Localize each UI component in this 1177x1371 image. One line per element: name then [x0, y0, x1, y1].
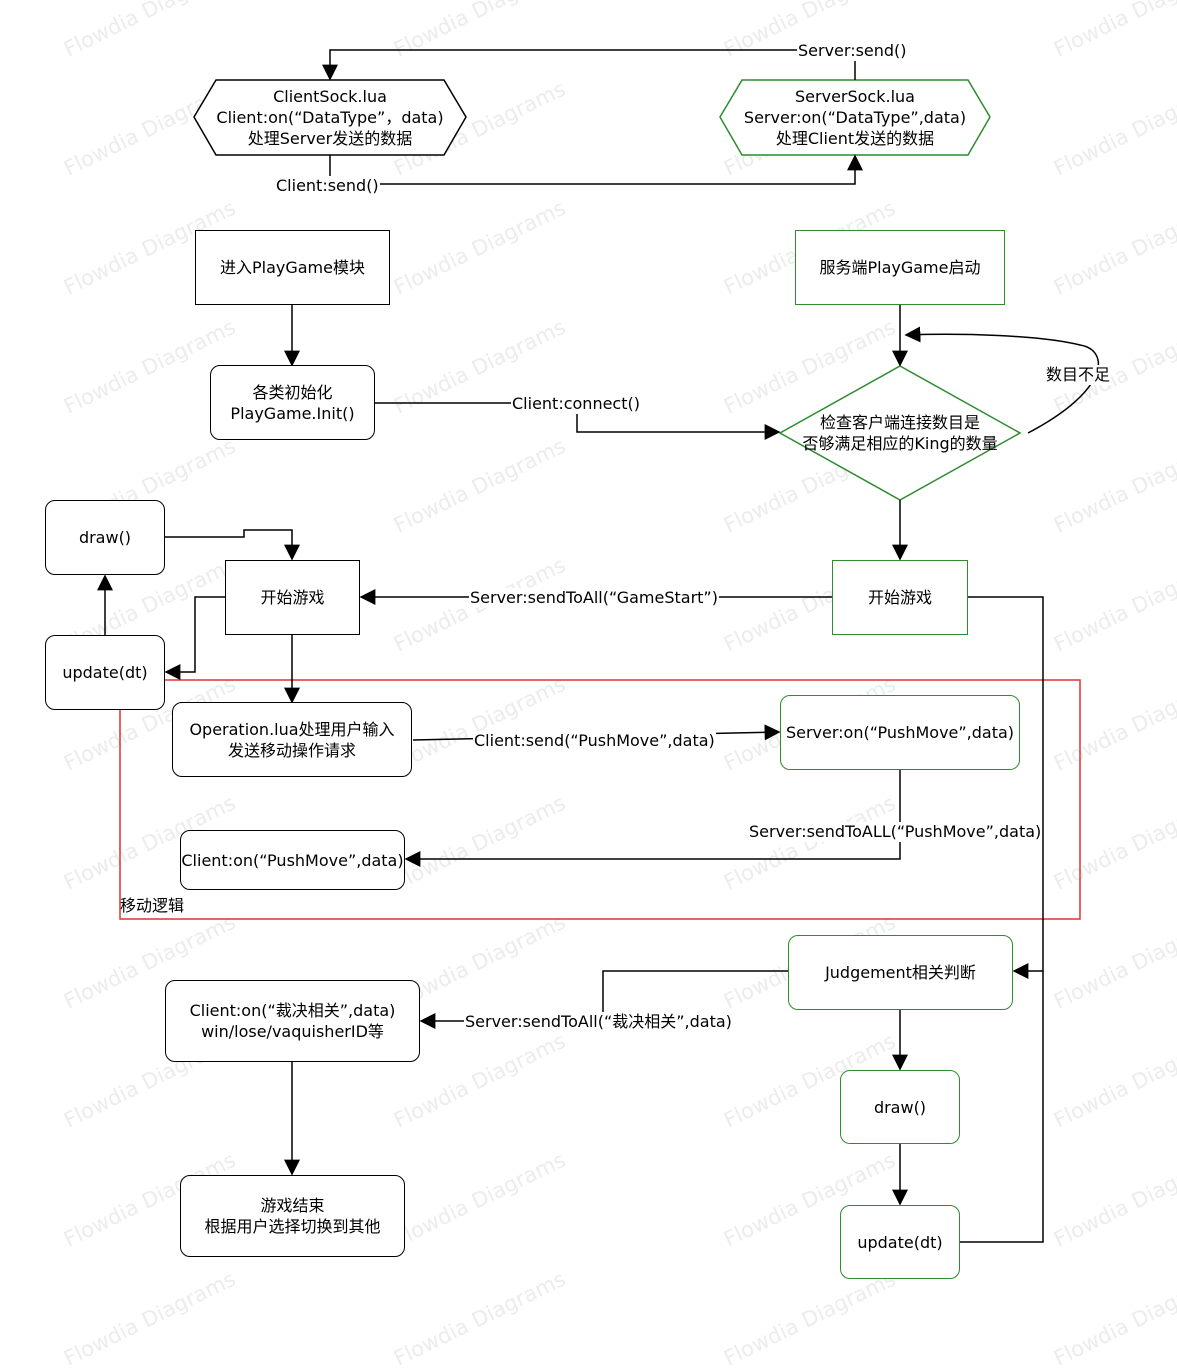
server-sock-shape [719, 79, 991, 156]
enter-playgame-node: 进入PlayGame模块 [195, 230, 390, 305]
client-start-game-node: 开始游戏 [225, 560, 360, 635]
label-send-all-pushmove: Server:sendToALL(“PushMove”,data) [748, 822, 1043, 842]
server-playgame-start-node: 服务端PlayGame启动 [795, 230, 1005, 305]
judgement-node: Judgement相关判断 [788, 935, 1013, 1010]
edge-draw-start [165, 529, 300, 561]
edge-server-send [322, 49, 856, 81]
edge-not-enough-loop [904, 326, 1100, 434]
label-client-connect: Client:connect() [511, 394, 641, 414]
client-on-pushmove-node: Client:on(“PushMove”,data) [180, 830, 405, 890]
edge-send-all-pushmove [404, 770, 901, 867]
label-send-all-judge: Server:sendToAll(“裁决相关”,data) [464, 1012, 733, 1032]
init-node: 各类初始化 PlayGame.Init() [210, 365, 375, 440]
server-start-game-node: 开始游戏 [832, 560, 968, 635]
edge-client-send [329, 154, 863, 185]
edge-client-connect [375, 402, 781, 440]
operation-node: Operation.lua处理用户输入 发送移动操作请求 [172, 702, 412, 777]
server-on-pushmove-node: Server:on(“PushMove”,data) [780, 695, 1020, 770]
client-sock-node: ClientSock.lua Client:on(“DataType”，data… [216, 87, 444, 148]
server-sock-node: ServerSock.lua Server:on(“DataType”,data… [743, 87, 967, 148]
label-server-send: Server:send() [797, 41, 908, 61]
game-over-node: 游戏结束 根据用户选择切换到其他 [180, 1175, 405, 1257]
move-logic-group [119, 679, 1081, 920]
server-draw-node: draw() [840, 1070, 960, 1144]
edge-start-update [164, 596, 225, 680]
client-draw-node: draw() [45, 500, 165, 575]
client-on-judge-node: Client:on(“裁决相关”,data) win/lose/vaquishe… [165, 980, 420, 1062]
label-not-enough: 数目不足 [1045, 365, 1112, 385]
label-client-send-pushmove: Client:send(“PushMove”,data) [473, 731, 716, 751]
group-label: 移动逻辑 [120, 896, 185, 915]
label-client-send: Client:send() [275, 176, 380, 196]
client-sock-shape [193, 79, 467, 156]
server-update-node: update(dt) [840, 1205, 960, 1279]
edge-update-rail [960, 971, 1044, 1243]
label-send-gamestart: Server:sendToAll(“GameStart”) [469, 588, 719, 608]
edge-start-judgement [968, 596, 1044, 979]
check-clients-node: 检查客户端连接数目是 否够满足相应的King的数量 [802, 413, 998, 453]
connector-layer [97, 49, 1100, 1243]
client-update-node: update(dt) [45, 635, 165, 710]
